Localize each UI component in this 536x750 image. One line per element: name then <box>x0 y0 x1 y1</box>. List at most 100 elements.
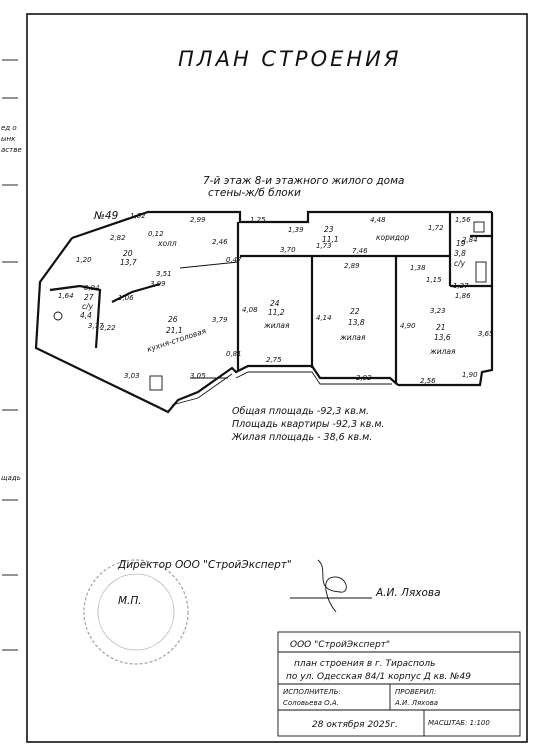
margin-text-2: ынк <box>1 135 16 143</box>
room-living-24: 24 11,2 жилая <box>263 299 290 330</box>
svg-text:11,1: 11,1 <box>322 235 339 244</box>
svg-text:21: 21 <box>436 323 446 332</box>
svg-text:3,05: 3,05 <box>190 372 206 380</box>
svg-text:23: 23 <box>324 225 334 234</box>
svg-text:3,70: 3,70 <box>280 246 296 254</box>
performer-label: ИСПОЛНИТЕЛЬ: <box>283 688 341 696</box>
svg-text:1,86: 1,86 <box>455 292 471 300</box>
svg-text:1,38: 1,38 <box>410 264 426 272</box>
living-area: Жилая площадь - 38,6 кв.м. <box>231 432 372 443</box>
svg-text:2,75: 2,75 <box>266 356 282 364</box>
svg-text:3,77: 3,77 <box>88 322 104 330</box>
svg-text:24: 24 <box>270 299 280 308</box>
company-name: ООО "СтройЭксперт" <box>290 640 390 650</box>
signature-scribble <box>317 559 347 613</box>
svg-text:3,51: 3,51 <box>156 270 172 278</box>
margin-text-1: ед о <box>1 124 17 132</box>
margin-text-4: щадь <box>1 474 21 482</box>
svg-text:3,8: 3,8 <box>454 249 466 258</box>
margin-text-3: астве <box>1 146 22 154</box>
stamp-mark: М.П. <box>118 595 142 607</box>
svg-text:11,2: 11,2 <box>268 308 285 317</box>
svg-text:0,12: 0,12 <box>148 230 164 238</box>
svg-text:26: 26 <box>168 315 178 324</box>
svg-text:2,02: 2,02 <box>356 374 372 382</box>
room-kitchen-dining: 26 21,1 кухня-столовая <box>146 315 208 354</box>
svg-text:1,15: 1,15 <box>426 276 442 284</box>
svg-text:13,6: 13,6 <box>434 333 451 342</box>
svg-text:3,65: 3,65 <box>478 330 494 338</box>
svg-text:0,47: 0,47 <box>226 256 242 264</box>
svg-text:3,03: 3,03 <box>124 372 140 380</box>
room-bathroom-27: 27 с/у 4,4 <box>80 293 94 320</box>
svg-text:22: 22 <box>350 307 360 316</box>
plan-address-line2: по ул. Одесская 84/1 корпус Д кв. №49 <box>286 672 471 682</box>
document-date: 28 октября 2025г. <box>312 720 398 730</box>
apartment-number: №49 <box>93 210 119 222</box>
total-area: Общая площадь -92,3 кв.м. <box>232 406 369 417</box>
svg-text:1,25: 1,25 <box>250 216 266 224</box>
left-margin-marks <box>2 59 18 651</box>
subtitle-floor: 7-й этаж 8-и этажного жилого дома <box>203 175 404 187</box>
page-title: ПЛАН СТРОЕНИЯ <box>178 47 401 71</box>
svg-text:27: 27 <box>84 293 94 302</box>
svg-text:3,79: 3,79 <box>212 316 228 324</box>
svg-text:4,90: 4,90 <box>400 322 416 330</box>
svg-text:4,14: 4,14 <box>316 314 332 322</box>
svg-text:с/у: с/у <box>82 302 94 311</box>
svg-text:холл: холл <box>157 239 177 248</box>
plan-address-line1: план строения в г. Тирасполь <box>294 659 435 669</box>
svg-text:1,20: 1,20 <box>76 256 92 264</box>
svg-text:2,84: 2,84 <box>462 236 478 244</box>
svg-text:20: 20 <box>123 249 133 258</box>
room-hall: 20 13,7 холл <box>120 239 177 267</box>
room-living-21: 21 13,6 жилая <box>429 323 456 356</box>
svg-text:3,09: 3,09 <box>150 280 166 288</box>
drawing-frame <box>26 13 528 743</box>
svg-text:коридор: коридор <box>376 233 410 242</box>
svg-text:1,90: 1,90 <box>462 371 478 379</box>
svg-text:жилая: жилая <box>339 333 366 342</box>
checked-name: А.И. Ляхова <box>394 699 438 707</box>
svg-text:1,27: 1,27 <box>453 282 469 290</box>
svg-text:3,23: 3,23 <box>430 307 446 315</box>
room-living-22: 22 13,8 жилая <box>339 307 366 342</box>
svg-text:4,4: 4,4 <box>80 311 92 320</box>
svg-text:4,48: 4,48 <box>370 216 386 224</box>
director-name: А.И. Ляхова <box>375 587 441 599</box>
svg-text:жилая: жилая <box>263 321 290 330</box>
svg-text:19: 19 <box>456 239 466 248</box>
svg-text:2,46: 2,46 <box>212 238 228 246</box>
checked-label: ПРОВЕРИЛ: <box>395 688 436 696</box>
room-corridor: 23 11,1 коридор <box>322 225 410 244</box>
svg-text:с/у: с/у <box>454 259 466 268</box>
svg-text:7,46: 7,46 <box>352 247 368 255</box>
title-block <box>277 631 521 737</box>
company-stamp <box>83 559 189 665</box>
svg-text:1,39: 1,39 <box>288 226 304 234</box>
floor-plan <box>34 210 494 414</box>
svg-text:1,64: 1,64 <box>58 292 74 300</box>
document-scale: МАСШТАБ: 1:100 <box>428 719 490 727</box>
svg-text:2,99: 2,99 <box>190 216 206 224</box>
dimension-labels: 2,82 2,99 1,25 1,39 4,48 1,72 1,56 1,73 … <box>58 212 494 385</box>
director-label: Директор ООО "СтройЭксперт" <box>117 559 292 571</box>
svg-text:1,06: 1,06 <box>118 294 134 302</box>
svg-text:1,56: 1,56 <box>455 216 471 224</box>
svg-text:13,8: 13,8 <box>348 318 365 327</box>
svg-text:1,72: 1,72 <box>428 224 444 232</box>
svg-text:13,7: 13,7 <box>120 258 137 267</box>
svg-text:1,62: 1,62 <box>130 212 146 220</box>
svg-text:21,1: 21,1 <box>166 326 183 335</box>
svg-text:0,81: 0,81 <box>226 350 242 358</box>
subtitle-walls: стены-ж/б блоки <box>208 187 301 199</box>
svg-text:2,89: 2,89 <box>344 262 360 270</box>
svg-text:4,08: 4,08 <box>242 306 258 314</box>
svg-text:2,22: 2,22 <box>100 324 116 332</box>
svg-text:1,73: 1,73 <box>316 242 332 250</box>
svg-text:0,94: 0,94 <box>84 284 100 292</box>
svg-text:2,82: 2,82 <box>110 234 126 242</box>
room-bathroom-19: 19 3,8 с/у <box>454 239 466 268</box>
